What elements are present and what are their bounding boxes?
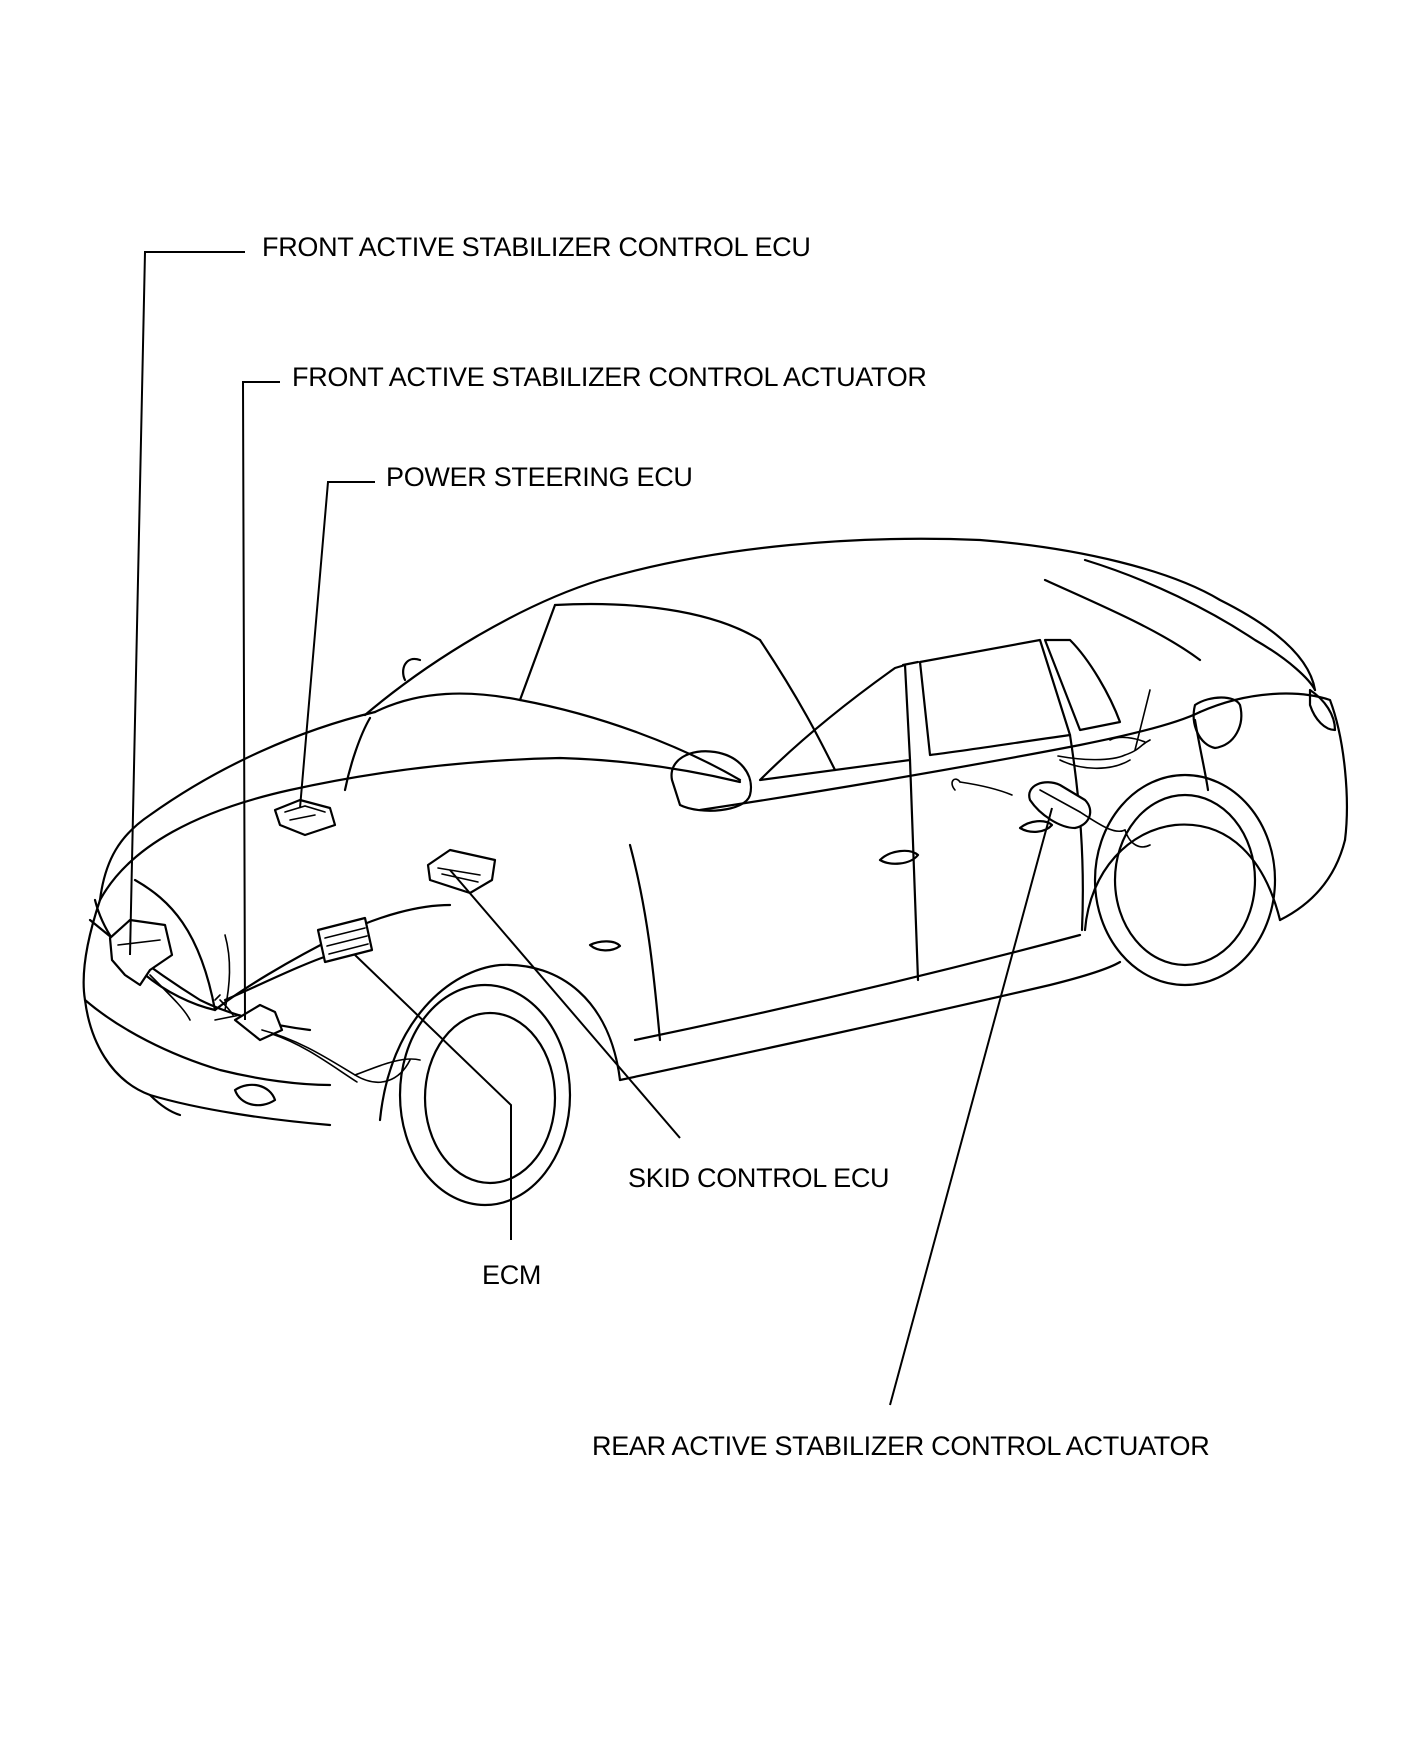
front-ecu-part bbox=[108, 918, 231, 1021]
components bbox=[108, 689, 1151, 1084]
label-ecm: ECM bbox=[482, 1260, 542, 1290]
car-body bbox=[82, 537, 1348, 1207]
label-rear-actuator: REAR ACTIVE STABILIZER CONTROL ACTUATOR bbox=[592, 1431, 1210, 1461]
leader-skid-control bbox=[449, 869, 681, 1139]
label-skid-control-ecu: SKID CONTROL ECU bbox=[628, 1163, 890, 1193]
leader-ecm bbox=[354, 954, 512, 1240]
power-steering-ecu-part bbox=[273, 798, 337, 837]
leader-power-steering bbox=[299, 481, 375, 809]
front-actuator-part bbox=[214, 999, 421, 1084]
label-power-steering-ecu: POWER STEERING ECU bbox=[386, 462, 693, 492]
rear-actuator-part bbox=[951, 689, 1151, 848]
label-front-ecu: FRONT ACTIVE STABILIZER CONTROL ECU bbox=[262, 232, 811, 262]
ecm-part bbox=[316, 916, 374, 964]
leader-front-ecu bbox=[129, 251, 245, 956]
skid-control-ecu-part bbox=[426, 848, 497, 895]
leader-lines bbox=[129, 251, 1053, 1406]
leader-rear-actuator bbox=[889, 807, 1053, 1406]
leader-front-actuator bbox=[241, 381, 280, 1021]
label-front-actuator: FRONT ACTIVE STABILIZER CONTROL ACTUATOR bbox=[292, 362, 927, 392]
